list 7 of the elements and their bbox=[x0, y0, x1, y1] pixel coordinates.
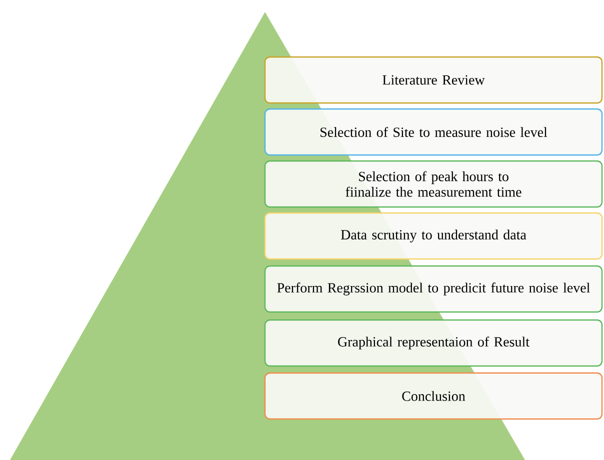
step-box: Literature Review bbox=[264, 56, 603, 104]
step-box: Data scrutiny to understand data bbox=[264, 212, 603, 260]
step-box: Graphical representaion of Result bbox=[264, 319, 603, 367]
step-box: Selection of peak hours to fiinalize the measurement time bbox=[264, 160, 603, 208]
step-box: Selection of Site to measure noise level bbox=[264, 108, 603, 156]
step-box: Perform Regrssion model to predicit future noise level bbox=[264, 265, 603, 313]
step-box: Conclusion bbox=[264, 372, 603, 420]
